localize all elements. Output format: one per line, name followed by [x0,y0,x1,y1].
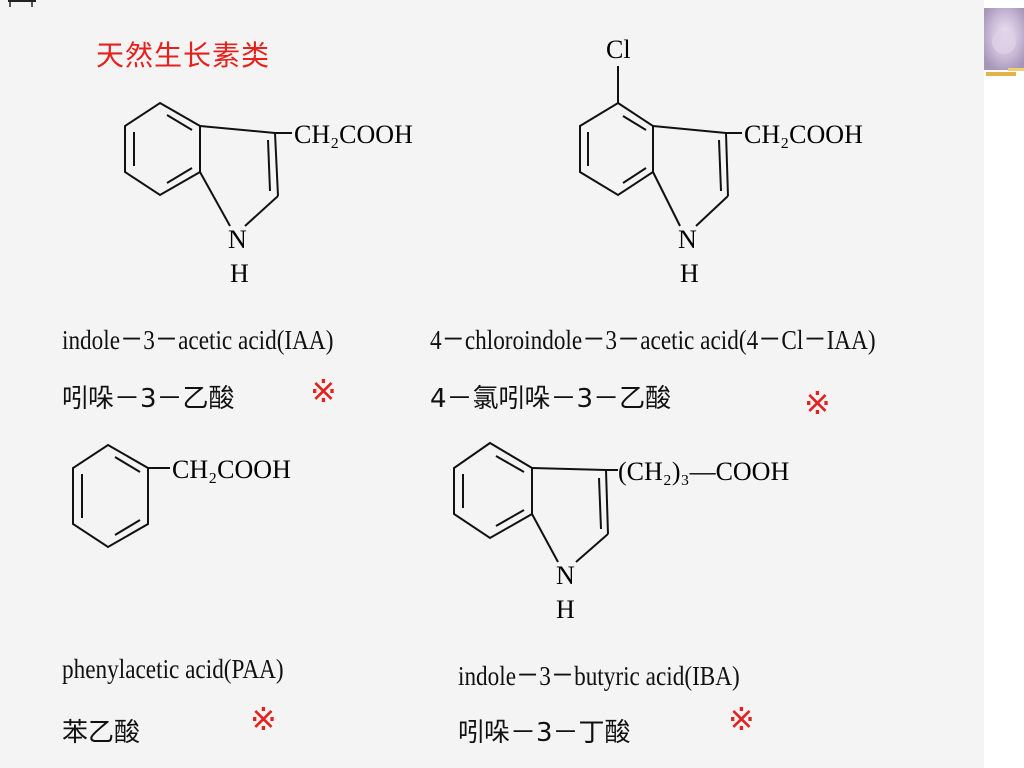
iaa-name-en: indole－3－acetic acid(IAA) [62,325,334,355]
iaa-mark: ※ [310,372,337,410]
paa-mark: ※ [250,700,277,738]
cl-iaa-name-en: 4－chloroindole－3－acetic acid(4－Cl－IAA) [430,325,876,355]
cl-iaa-mark: ※ [804,384,831,422]
paa-structure: CH₂COOH [68,440,328,560]
corner-decoration [8,0,36,7]
cl-iaa-substituent: Cl [606,35,631,64]
cl-iaa-name-cn: 4－氯吲哚－3－乙酸 [430,384,672,414]
iba-side-chain: (CH₂)₃—COOH [618,457,789,486]
paa-side-chain: CH₂COOH [172,455,291,484]
right-margin [984,0,1024,768]
iaa-nitrogen: N [228,225,247,254]
iba-mark: ※ [728,700,755,738]
cl-iaa-hydrogen: H [680,259,699,288]
decorative-image [984,8,1024,76]
slide-title: 天然生长素类 [96,39,271,72]
iaa-structure: CH₂COOH N H [120,98,440,298]
iba-structure: (CH₂)₃—COOH N H [448,438,818,628]
iaa-hydrogen: H [230,259,249,288]
paa-name-en: phenylacetic acid(PAA) [62,654,284,684]
cl-iaa-structure: Cl CH₂COOH N H [568,28,898,298]
iba-name-cn: 吲哚－3－丁酸 [458,718,631,748]
iaa-side-chain: CH₂COOH [294,120,413,149]
slide-canvas [0,0,984,768]
iba-nitrogen: N [556,561,575,590]
iba-name-en: indole－3－butyric acid(IBA) [458,661,740,691]
cl-iaa-nitrogen: N [678,225,697,254]
iba-hydrogen: H [556,595,575,624]
paa-name-cn: 苯乙酸 [62,718,141,748]
cl-iaa-side-chain: CH₂COOH [744,120,863,149]
iaa-name-cn: 吲哚－3－乙酸 [62,384,235,414]
